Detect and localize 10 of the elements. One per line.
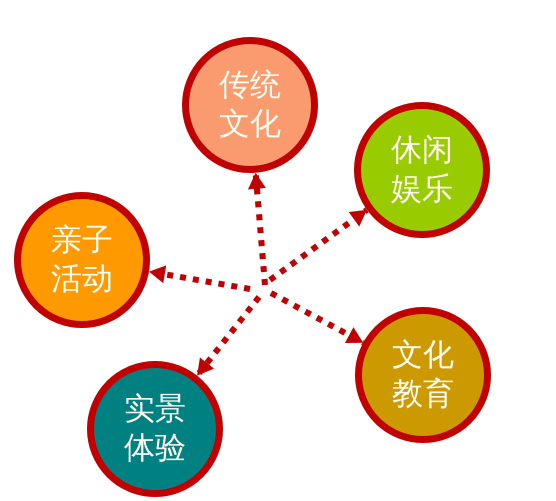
topic-label: 文化教育 — [391, 336, 455, 414]
arrow — [194, 295, 262, 378]
topic-label: 休闲娱乐 — [390, 131, 454, 209]
topic-label: 亲子活动 — [50, 221, 114, 299]
topic-label: 实景体验 — [123, 390, 187, 468]
arrow — [270, 290, 365, 346]
arrow — [268, 207, 369, 282]
topic-label: 传统文化 — [218, 66, 282, 144]
arrow — [248, 172, 268, 286]
arrow — [148, 265, 250, 292]
